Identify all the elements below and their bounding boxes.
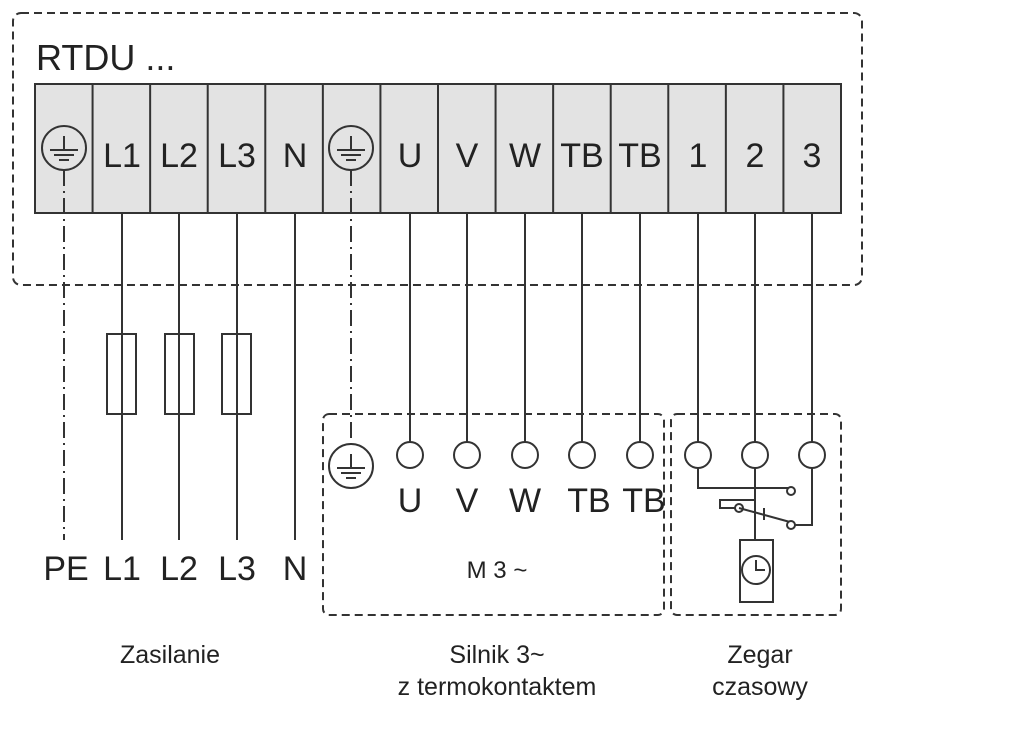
clock-icon xyxy=(741,555,771,585)
terminal-pe-1 xyxy=(41,125,87,171)
timer-terminal-2 xyxy=(741,441,769,469)
motor-terminal-tb-2 xyxy=(626,441,654,469)
motor-terminal-v xyxy=(453,441,481,469)
terminal-n: N xyxy=(283,137,308,175)
supply-wiring xyxy=(63,170,296,540)
motor-terminal-w xyxy=(511,441,539,469)
device-enclosure xyxy=(12,12,863,286)
caption-motor-line-1: Silnik 3~ xyxy=(449,641,544,669)
motor-enclosure xyxy=(322,413,665,616)
motor-label-tb-2: TB xyxy=(622,482,665,520)
motor-ground-icon xyxy=(328,443,374,489)
terminal-2: 2 xyxy=(746,137,765,175)
terminal-v: V xyxy=(456,137,479,175)
terminal-strip: L1 L2 L3 N U V W TB TB 1 2 3 xyxy=(34,83,842,214)
caption-timer-line-1: Zegar xyxy=(727,641,792,669)
timer-terminal-3 xyxy=(798,441,826,469)
terminal-l2: L2 xyxy=(160,137,198,175)
timer-terminal-1 xyxy=(684,441,712,469)
caption-motor-line-2: z termokontaktem xyxy=(398,673,597,701)
motor-label-v: V xyxy=(456,482,479,520)
terminal-u: U xyxy=(398,137,423,175)
device-title: RTDU ... xyxy=(36,37,175,78)
supply-label-pe: PE xyxy=(43,550,88,588)
terminal-tb-1: TB xyxy=(560,137,603,175)
motor-label-u: U xyxy=(398,482,423,520)
motor-terminal-tb-1 xyxy=(568,441,596,469)
terminal-l1: L1 xyxy=(103,137,141,175)
terminal-l3: L3 xyxy=(218,137,256,175)
terminal-w: W xyxy=(509,137,541,175)
terminal-1: 1 xyxy=(689,137,708,175)
motor-symbol: M 3 ~ xyxy=(467,557,528,584)
timer-wiring xyxy=(684,213,826,603)
motor-label-tb-1: TB xyxy=(567,482,610,520)
terminal-tb-2: TB xyxy=(618,137,661,175)
supply-label-l3: L3 xyxy=(218,550,256,588)
caption-timer-line-2: czasowy xyxy=(712,673,808,701)
motor-label-w: W xyxy=(509,482,541,520)
motor-wiring xyxy=(350,170,654,469)
terminal-3: 3 xyxy=(803,137,822,175)
supply-label-l1: L1 xyxy=(103,550,141,588)
supply-label-l2: L2 xyxy=(160,550,198,588)
supply-label-n: N xyxy=(283,550,308,588)
caption-supply: Zasilanie xyxy=(120,641,220,669)
motor-terminal-u xyxy=(396,441,424,469)
ground-icon xyxy=(41,125,87,171)
